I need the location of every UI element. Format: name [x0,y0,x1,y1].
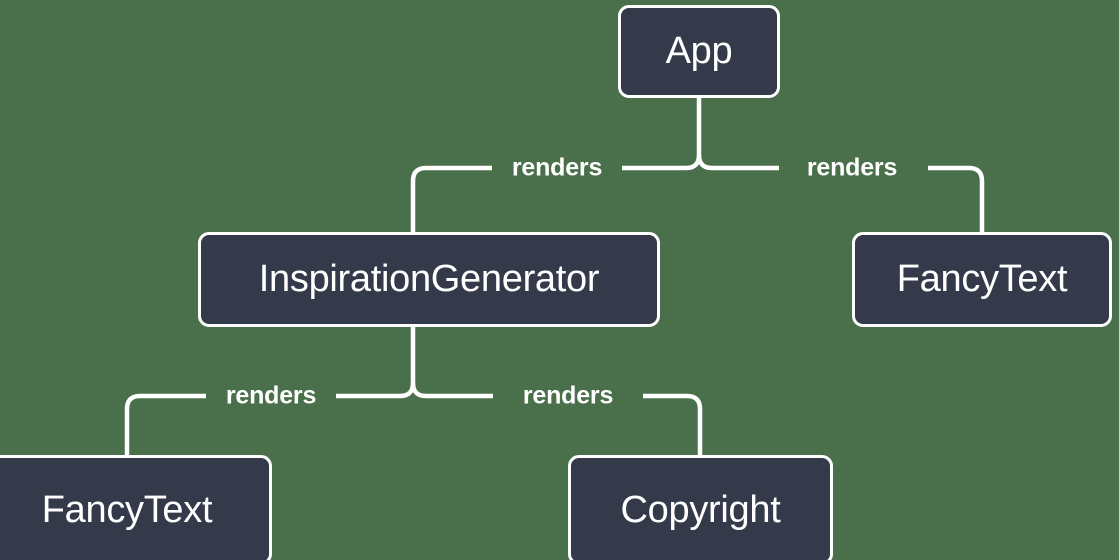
node-app[interactable]: App [618,5,780,98]
node-copyright-label: Copyright [620,488,781,531]
node-app-label: App [665,30,733,72]
edge-inspiration-junction-right [410,382,493,399]
edge-label-inspiration-copyright: renders [522,381,614,410]
node-fancytext-bottom-left[interactable]: FancyText [0,455,272,560]
edge-label-app-fancytext: renders [806,153,898,182]
edge-label-inspiration-fancytext: renders [225,381,317,410]
edge-app-junction-right [696,154,779,171]
node-fancytext-bottom-left-label: FancyText [41,488,213,531]
edge-inspiration-junction-left [336,382,416,399]
node-inspiration-generator-label: InspirationGenerator [258,258,600,300]
node-copyright[interactable]: Copyright [568,455,833,560]
edge-label-app-inspiration: renders [511,153,603,182]
node-inspiration-generator[interactable]: InspirationGenerator [198,232,660,327]
edge-app-junction-left [622,154,702,171]
node-fancytext-right-label: FancyText [896,258,1068,300]
edge-inspiration-to-fancytext [124,393,206,455]
node-fancytext-right[interactable]: FancyText [852,232,1112,327]
edge-app-to-inspiration [410,165,492,232]
edge-app-to-fancytext [928,165,985,232]
edge-inspiration-to-copyright [643,393,703,455]
